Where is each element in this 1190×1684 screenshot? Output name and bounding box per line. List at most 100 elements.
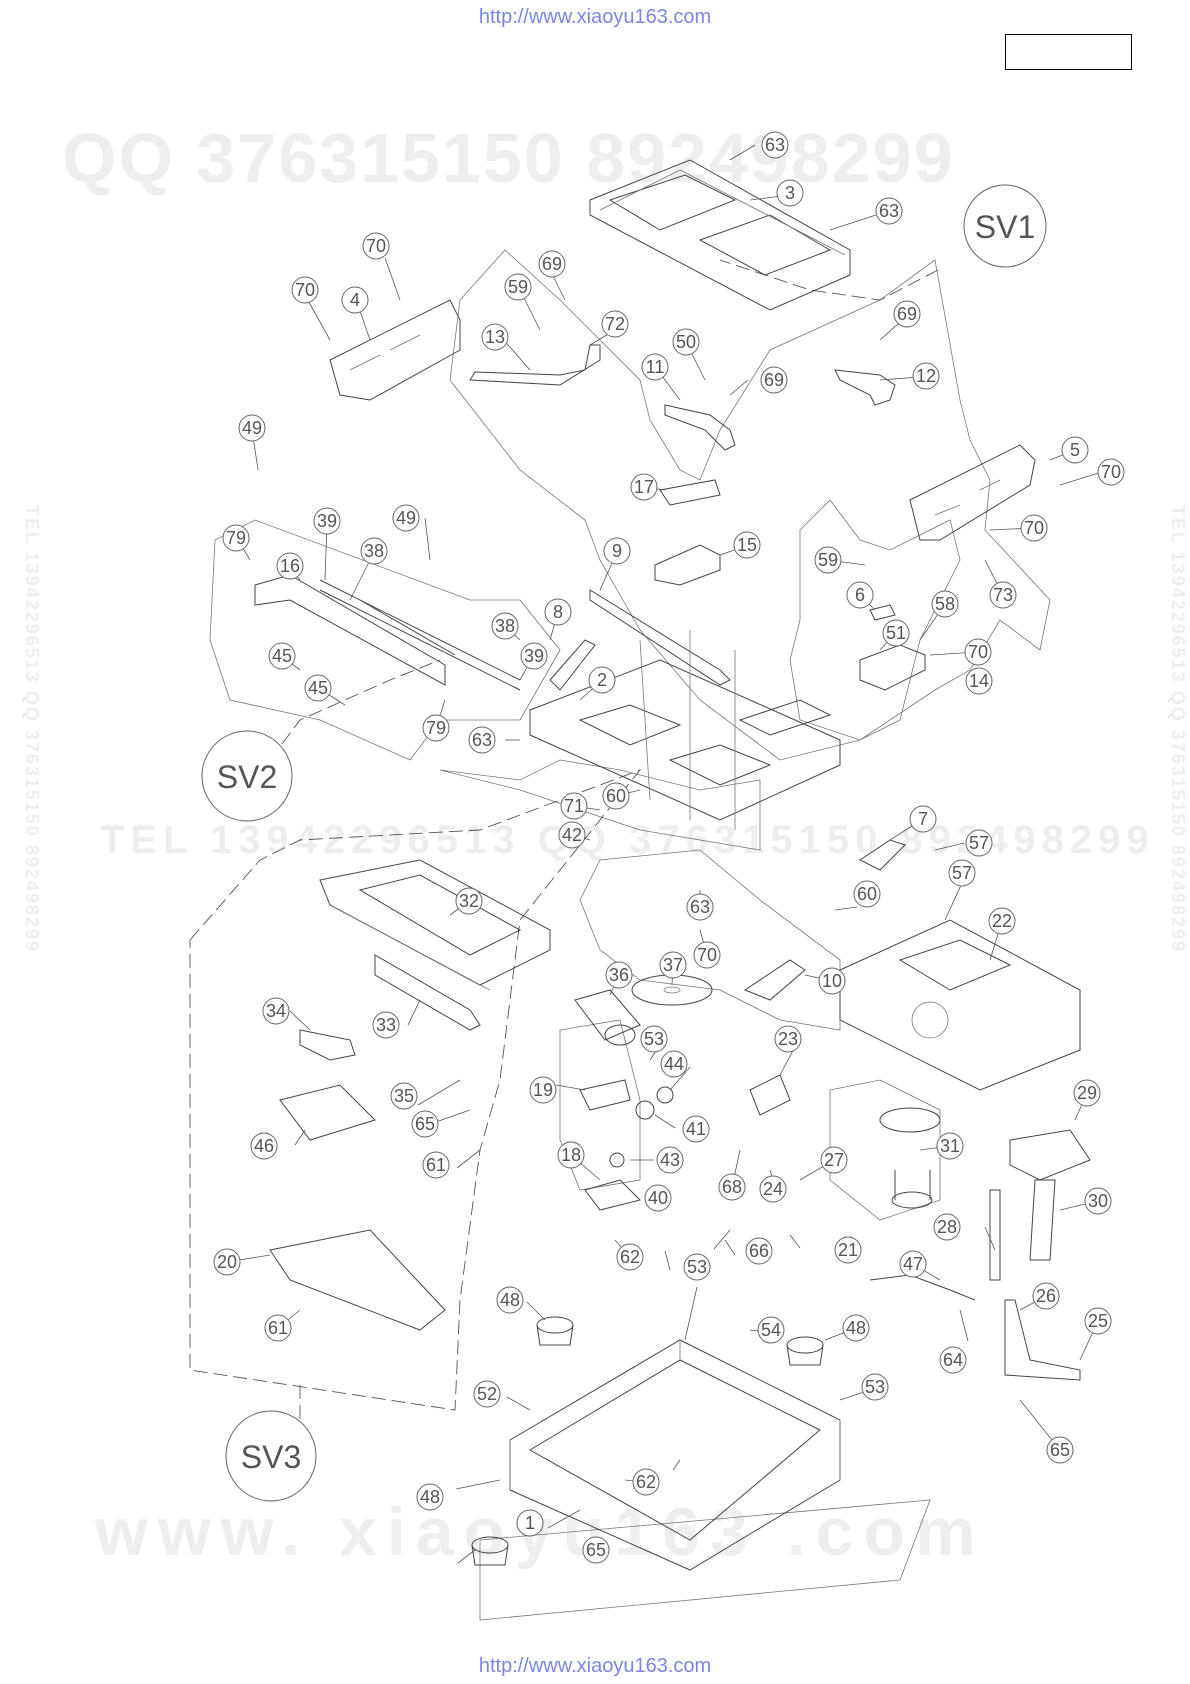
svg-text:42: 42: [562, 825, 582, 845]
callout: 35: [390, 1082, 418, 1110]
svg-text:32: 32: [459, 891, 479, 911]
callout: 63: [686, 893, 714, 921]
callout: 70: [693, 941, 721, 969]
svg-text:27: 27: [824, 1150, 844, 1170]
callout: 53: [861, 1373, 889, 1401]
callout: 52: [473, 1380, 501, 1408]
callout: 54: [757, 1316, 785, 1344]
callout: 71: [560, 792, 588, 820]
svg-text:63: 63: [472, 730, 492, 750]
part-19-bracket: [579, 1079, 631, 1111]
svg-text:53: 53: [644, 1029, 664, 1049]
part-48-damper: [471, 1316, 824, 1566]
callout: 62: [616, 1243, 644, 1271]
callout: 45: [304, 674, 332, 702]
svg-text:14: 14: [969, 671, 989, 691]
callout: 3: [776, 179, 804, 207]
svg-text:30: 30: [1088, 1191, 1108, 1211]
svg-text:6: 6: [855, 585, 865, 605]
callout: 69: [538, 250, 566, 278]
svg-text:23: 23: [778, 1029, 798, 1049]
svg-text:25: 25: [1088, 1311, 1108, 1331]
sv1-link: [719, 259, 939, 301]
part-44-gear: [656, 1086, 674, 1104]
part-28-shaft: [989, 1189, 1001, 1281]
footer-url[interactable]: http://www.xiaoyu163.com: [478, 1655, 712, 1677]
svg-text:38: 38: [364, 541, 384, 561]
svg-text:45: 45: [308, 678, 328, 698]
part-26-bracket: [1004, 1299, 1081, 1381]
svg-text:16: 16: [280, 556, 300, 576]
callout: 60: [853, 880, 881, 908]
header-url[interactable]: http://www.xiaoyu163.com: [478, 6, 712, 28]
callout: 25: [1084, 1307, 1112, 1335]
svg-text:65: 65: [586, 1540, 606, 1560]
callout: 70: [1097, 458, 1125, 486]
callout: 39: [520, 642, 548, 670]
callout: 24: [759, 1175, 787, 1203]
callout: 32: [455, 887, 483, 915]
callout: 65: [1046, 1436, 1074, 1464]
svg-text:65: 65: [415, 1114, 435, 1134]
svg-text:47: 47: [903, 1254, 923, 1274]
subview-sv1: SV1: [963, 184, 1047, 268]
svg-text:9: 9: [612, 541, 622, 561]
svg-text:39: 39: [317, 511, 337, 531]
part-4-bracket: [329, 299, 461, 401]
callout: 15: [733, 531, 761, 559]
callout: 44: [660, 1050, 688, 1078]
svg-text:15: 15: [737, 535, 757, 555]
part-29-pickup: [1009, 1129, 1091, 1181]
callout: 17: [630, 473, 658, 501]
svg-text:12: 12: [916, 366, 936, 386]
svg-text:48: 48: [420, 1487, 440, 1507]
callout: 79: [222, 524, 250, 552]
part-33-rail: [374, 954, 481, 1031]
callout: 4: [341, 286, 369, 314]
svg-text:58: 58: [935, 594, 955, 614]
callout: 22: [988, 907, 1016, 935]
svg-text:57: 57: [969, 833, 989, 853]
svg-text:73: 73: [993, 585, 1013, 605]
svg-text:48: 48: [500, 1290, 520, 1310]
svg-text:18: 18: [561, 1145, 581, 1165]
callout: 12: [912, 362, 940, 390]
callout: 11: [641, 353, 669, 381]
callout: 13: [481, 323, 509, 351]
part-20-base: [269, 1229, 446, 1331]
svg-text:71: 71: [564, 796, 584, 816]
callout: 38: [491, 612, 519, 640]
callout: 69: [760, 366, 788, 394]
callout: 26: [1032, 1282, 1060, 1310]
callout: 49: [238, 414, 266, 442]
callout: 63: [761, 131, 789, 159]
callout: 34: [262, 997, 290, 1025]
callout: 41: [682, 1115, 710, 1143]
callout: 61: [422, 1151, 450, 1179]
callout: 39: [313, 507, 341, 535]
callout: 40: [644, 1184, 672, 1212]
svg-text:60: 60: [606, 786, 626, 806]
svg-text:41: 41: [686, 1119, 706, 1139]
part-30-flex: [1029, 1179, 1056, 1261]
part-15-bracket: [654, 544, 721, 586]
callout: 65: [411, 1110, 439, 1138]
part-5-bracket: [909, 444, 1036, 541]
subview-label: SV3: [241, 1439, 301, 1475]
callout: 31: [936, 1132, 964, 1160]
subview-sv3: SV3: [225, 1410, 317, 1502]
svg-text:69: 69: [897, 304, 917, 324]
callout: 62: [632, 1468, 660, 1496]
svg-text:1: 1: [525, 1513, 535, 1533]
svg-text:11: 11: [646, 357, 665, 377]
sv2-link: [269, 659, 441, 761]
part-18-bracket: [584, 1179, 641, 1211]
callout: 47: [899, 1250, 927, 1278]
svg-text:49: 49: [396, 508, 416, 528]
svg-text:17: 17: [634, 477, 654, 497]
svg-text:61: 61: [426, 1155, 446, 1175]
svg-text:40: 40: [648, 1188, 668, 1208]
svg-text:62: 62: [620, 1247, 640, 1267]
svg-text:57: 57: [952, 863, 972, 883]
callout: 48: [842, 1314, 870, 1342]
